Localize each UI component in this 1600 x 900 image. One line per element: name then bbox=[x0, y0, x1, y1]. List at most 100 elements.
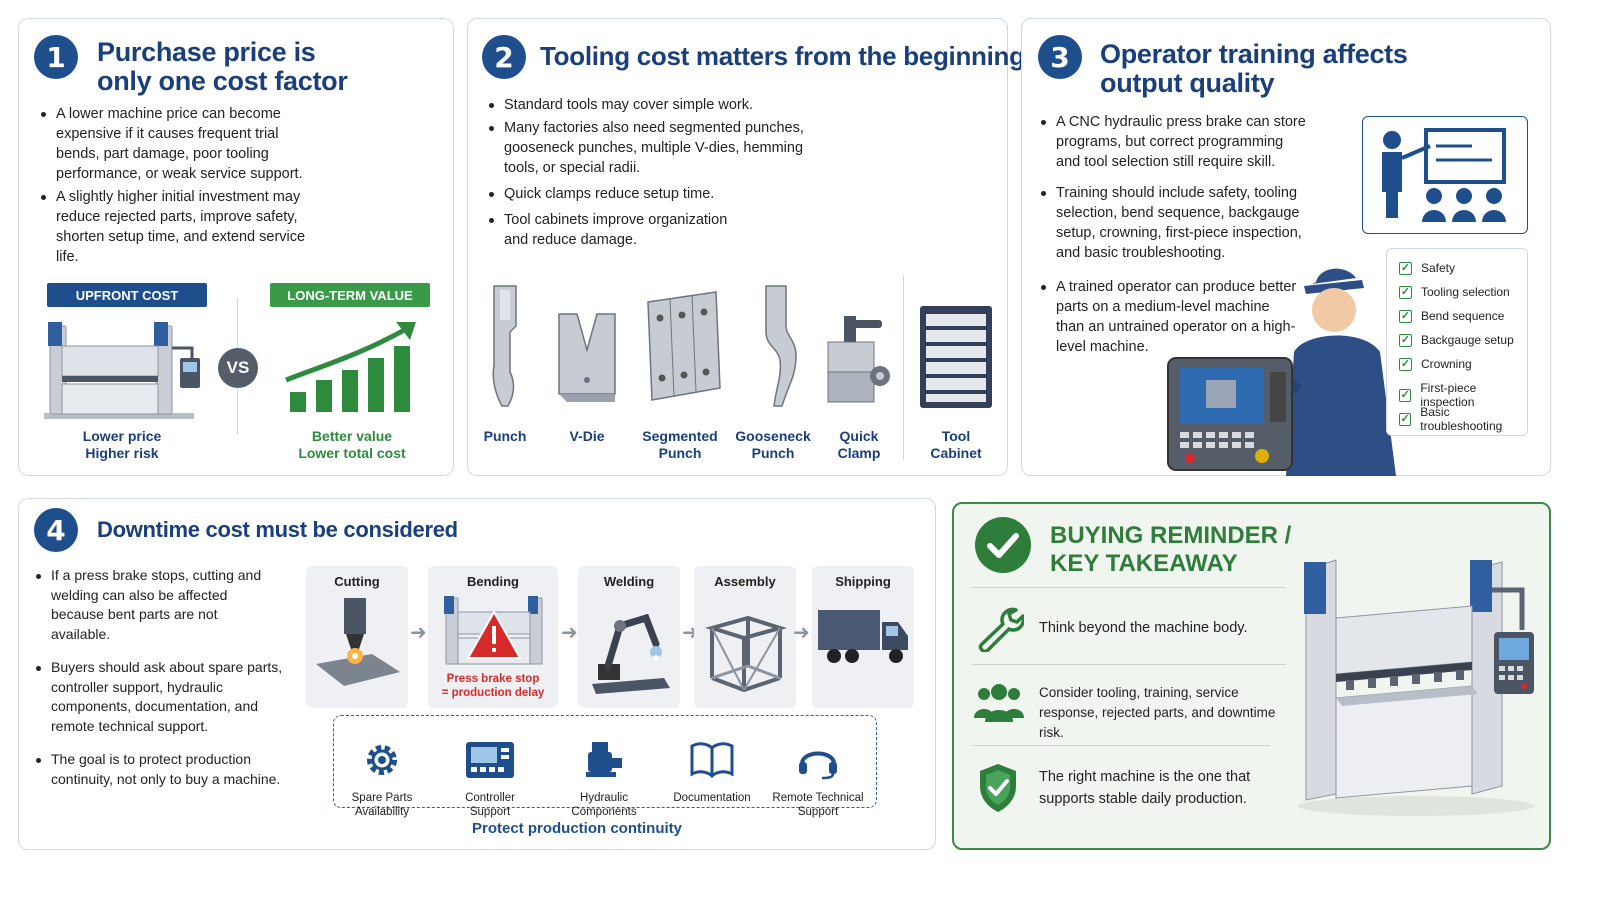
checklist-item: ✓ Bend sequence bbox=[1399, 309, 1504, 323]
segmented-punch-icon bbox=[647, 291, 721, 401]
tool-label-gooseneck-line-1: Gooseneck bbox=[735, 428, 811, 444]
panel-3-title-line-2: output quality bbox=[1100, 68, 1275, 98]
takeaway-divider bbox=[972, 587, 1286, 588]
right-caption-line-2: Lower total cost bbox=[298, 445, 406, 461]
panel-1-bullets: A lower machine price can become expensi… bbox=[38, 104, 318, 267]
tool-divider bbox=[903, 275, 904, 460]
tool-label-tool-cabinet: Tool Cabinet bbox=[918, 428, 994, 462]
check-icon: ✓ bbox=[1399, 412, 1412, 426]
step-number-4: 4 bbox=[34, 508, 78, 552]
hydraulic-pump-icon bbox=[586, 742, 622, 777]
right-caption-line-1: Better value bbox=[311, 428, 393, 444]
panel-1-title-line-2: only one cost factor bbox=[97, 66, 348, 96]
support-documentation: Documentation bbox=[660, 740, 764, 805]
press-brake-small-icon bbox=[44, 322, 200, 419]
gear-icon bbox=[367, 745, 397, 775]
step-number-2: 2 bbox=[482, 35, 526, 79]
training-checklist: ✓Safety ✓Tooling selection ✓Bend sequenc… bbox=[1386, 248, 1528, 436]
press-brake-stop-note: Press brake stop = production delay bbox=[428, 672, 558, 700]
stop-note-line-1: Press brake stop bbox=[446, 673, 540, 685]
truck-icon bbox=[818, 610, 908, 663]
long-term-value-label: LONG-TERM VALUE bbox=[270, 283, 430, 307]
panel-2-bullets: Standard tools may cover simple work. Ma… bbox=[486, 95, 816, 250]
people-group-icon bbox=[974, 684, 1024, 722]
check-icon: ✓ bbox=[1399, 388, 1412, 402]
checklist-item: ✓Backgauge setup bbox=[1399, 333, 1514, 347]
support-label: Spare Parts bbox=[351, 792, 413, 804]
bullet-goal: The goal is to protect production contin… bbox=[33, 750, 283, 789]
panel-1-title: Purchase price is only one cost factor bbox=[97, 38, 348, 96]
takeaway-check-badge bbox=[975, 517, 1031, 573]
tool-cabinet-icon bbox=[920, 306, 992, 408]
vs-badge: VS bbox=[218, 348, 258, 388]
tool-label-cabinet-line-2: Cabinet bbox=[930, 445, 982, 461]
punch-icon bbox=[492, 285, 517, 407]
flow-step-label: Bending bbox=[467, 574, 519, 589]
bullet-buyers-ask: Buyers should ask about spare parts, con… bbox=[33, 658, 295, 736]
panel-4-bullets: If a press brake stops, cutting and weld… bbox=[33, 566, 295, 789]
tool-label-gooseneck-line-2: Punch bbox=[751, 445, 795, 461]
checkmark-icon bbox=[987, 533, 1019, 558]
left-caption-line-2: Higher risk bbox=[85, 445, 159, 461]
flow-step-welding: Welding bbox=[578, 566, 680, 708]
panel-2-title: Tooling cost matters from the beginning bbox=[540, 41, 1025, 71]
flow-step-label: Assembly bbox=[714, 574, 776, 589]
bullet-training-includes: Training should include safety, tooling … bbox=[1038, 183, 1310, 263]
tool-label-quick-clamp: Quick Clamp bbox=[822, 428, 896, 462]
headset-icon bbox=[799, 751, 837, 780]
takeaway-title-line-1: BUYING REMINDER / bbox=[1050, 522, 1292, 549]
tool-label-quick-clamp-line-1: Quick bbox=[839, 428, 879, 444]
step-number-1: 1 bbox=[34, 35, 78, 79]
checklist-item: ✓Basic troubleshooting bbox=[1399, 405, 1527, 433]
wrench-icon bbox=[978, 607, 1024, 652]
classroom-training-icon bbox=[1382, 128, 1506, 222]
checklist-item: ✓ First-piece inspection bbox=[1399, 381, 1527, 409]
support-label: Remote Technical bbox=[772, 792, 864, 804]
tool-label-v-die-line-1: V-Die bbox=[569, 428, 605, 444]
flow-arrow-icon: ➜ bbox=[410, 622, 427, 644]
panel-tooling-cost bbox=[467, 18, 1008, 476]
stop-note-line-2: = production delay bbox=[441, 687, 545, 699]
panel-key-takeaway bbox=[952, 502, 1551, 850]
flow-step-label: Shipping bbox=[835, 574, 891, 589]
controller-icon bbox=[466, 742, 514, 778]
panel-1-title-line-1: Purchase price is bbox=[97, 37, 316, 67]
laser-cutting-icon bbox=[316, 598, 400, 686]
support-label: Support bbox=[469, 806, 511, 818]
left-caption: Lower price Higher risk bbox=[52, 428, 192, 462]
tool-label-segmented-line-2: Punch bbox=[658, 445, 702, 461]
checklist-text: Safety bbox=[1421, 261, 1456, 275]
growth-chart-icon bbox=[285, 322, 416, 412]
checklist-text: First-piece inspection bbox=[1420, 381, 1477, 409]
checklist-text: Backgauge setup bbox=[1421, 333, 1514, 347]
checklist-item: ✓Tooling selection bbox=[1399, 285, 1510, 299]
flow-step-shipping: Shipping bbox=[812, 566, 914, 708]
support-label: Components bbox=[571, 806, 637, 818]
panel-3-bullets: A CNC hydraulic press brake can store pr… bbox=[1038, 112, 1310, 357]
check-icon: ✓ bbox=[1399, 309, 1412, 323]
flow-arrow-icon: ➜ bbox=[561, 622, 578, 644]
takeaway-divider bbox=[972, 745, 1270, 746]
flow-step-label: Cutting bbox=[334, 574, 380, 589]
tool-label-segmented-line-1: Segmented bbox=[642, 428, 718, 444]
operator-at-controller-illustration bbox=[1167, 268, 1396, 476]
checklist-item: ✓ Safety bbox=[1399, 261, 1455, 275]
welding-robot-icon bbox=[592, 613, 670, 694]
flow-step-label: Welding bbox=[603, 574, 655, 589]
flow-step-assembly: Assembly bbox=[694, 566, 796, 708]
support-label: Controller bbox=[465, 792, 515, 804]
tool-label-punch-line-1: Punch bbox=[483, 428, 527, 444]
protect-continuity-caption: Protect production continuity bbox=[472, 820, 682, 837]
bullet-lower-price: A lower machine price can become expensi… bbox=[38, 104, 318, 184]
tool-label-cabinet-line-1: Tool bbox=[941, 428, 971, 444]
check-icon: ✓ bbox=[1399, 357, 1412, 371]
checklist-text: Tooling selection bbox=[1421, 285, 1510, 299]
flow-step-cutting: Cutting bbox=[306, 566, 408, 708]
check-icon: ✓ bbox=[1399, 261, 1412, 275]
checklist-text: Bend sequence bbox=[1421, 309, 1505, 323]
bullet-trained-operator: A trained operator can produce better pa… bbox=[1038, 277, 1298, 357]
bullet-cnc-programs: A CNC hydraulic press brake can store pr… bbox=[1038, 112, 1310, 172]
